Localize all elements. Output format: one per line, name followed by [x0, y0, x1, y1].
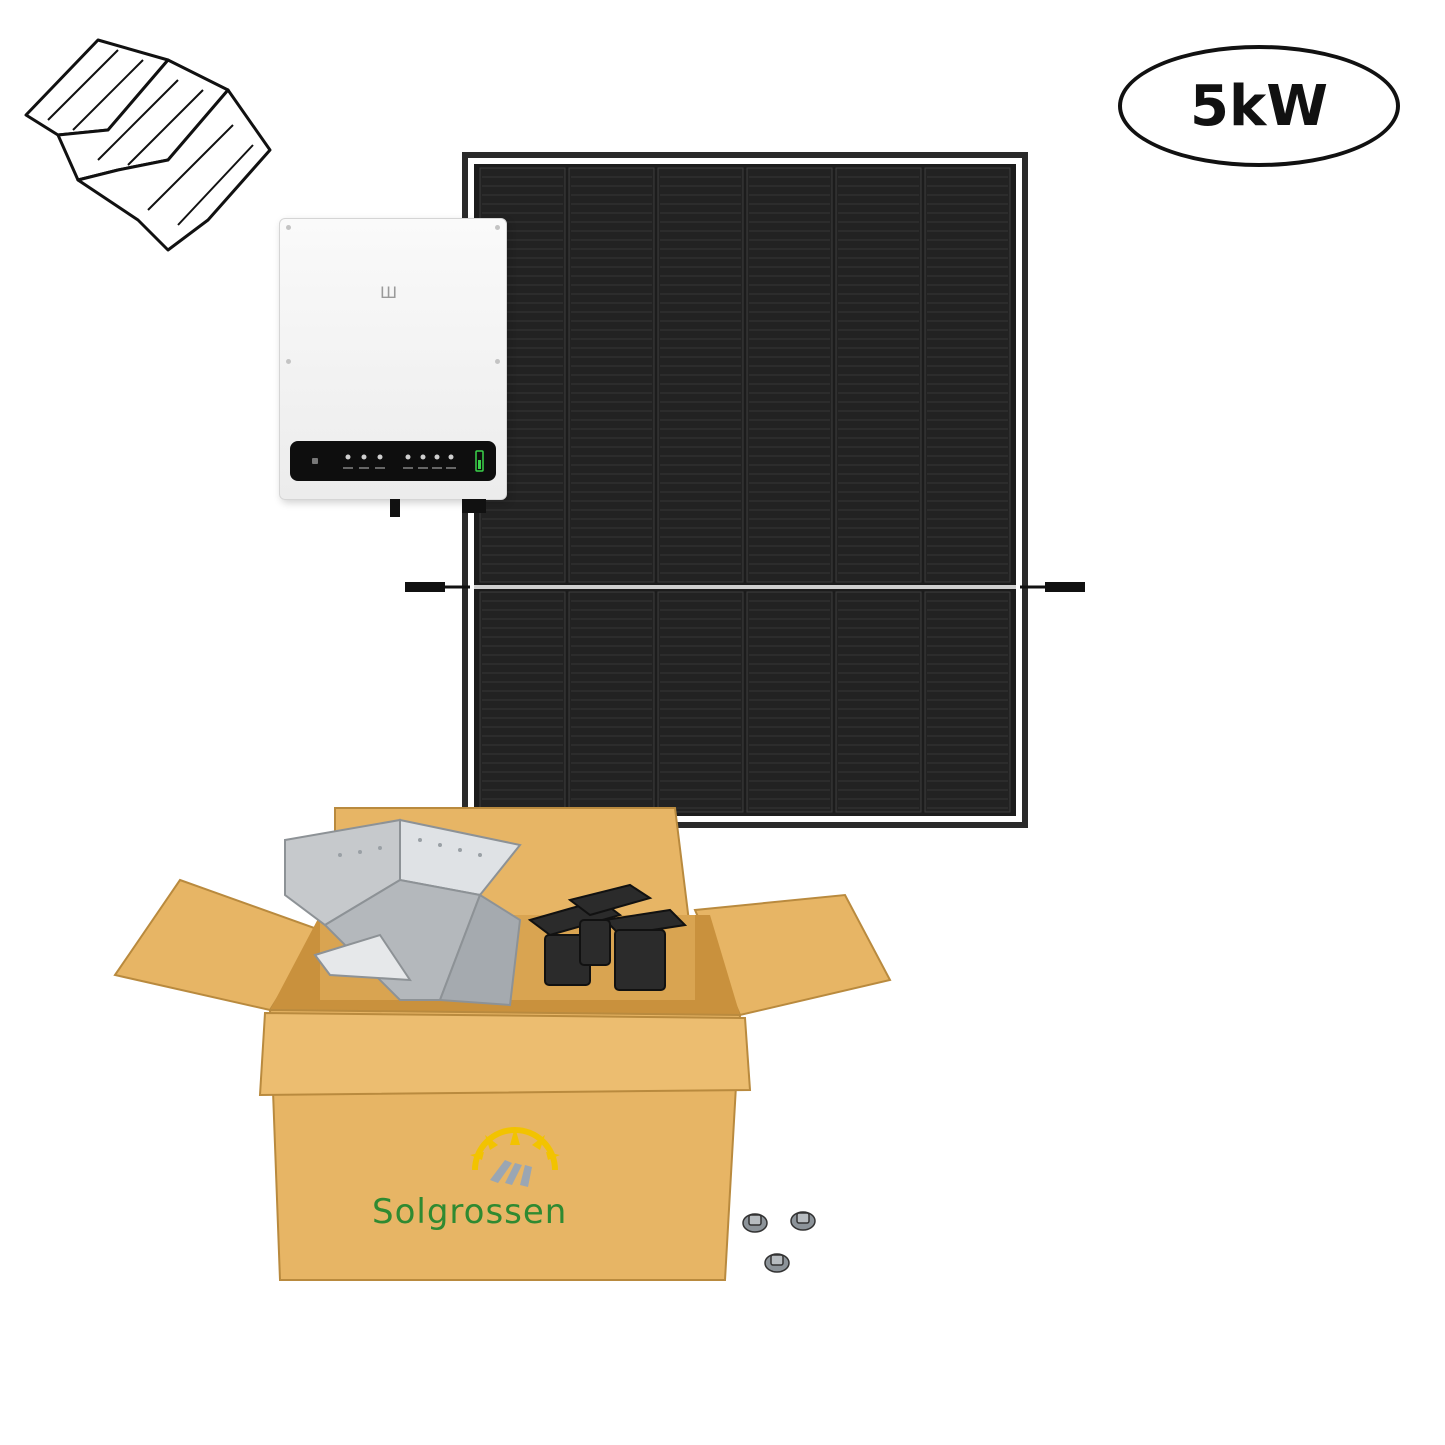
solar-panel: [405, 152, 1085, 828]
power-rating: 5kW: [1190, 73, 1328, 139]
mounting-rails: [284, 818, 522, 1007]
inverter-display-panel: [290, 441, 496, 481]
brand-logo-text: Solgrossen: [372, 1192, 568, 1232]
self-tapping-screws: [742, 1211, 816, 1273]
inverter-logo-icon: Ш: [380, 283, 398, 302]
sun-logo-icon: [470, 1127, 560, 1187]
panel-clamps: [527, 883, 688, 991]
corrugated-roof-icon: [24, 38, 272, 252]
power-badge: 5kW: [1118, 45, 1400, 167]
panel-cell-grid: [479, 167, 1011, 813]
inverter: Ш: [279, 218, 507, 517]
cardboard-box: [113, 807, 892, 1281]
